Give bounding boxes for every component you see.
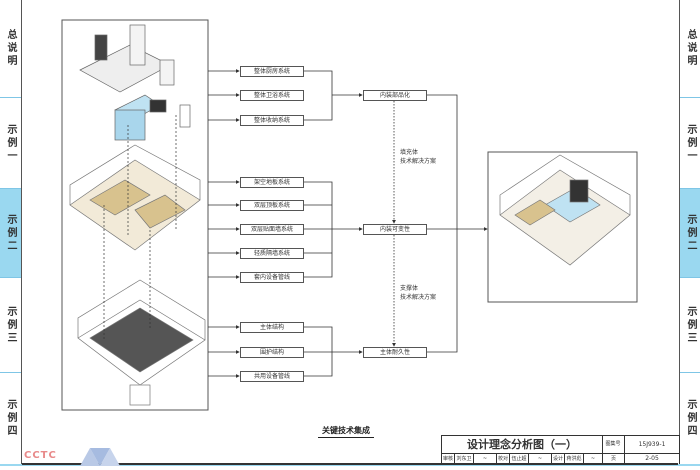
page-number: 2-05 [645, 455, 659, 462]
component-box: 整体卫浴系统 [240, 90, 304, 101]
checker-signature: ~ [529, 454, 552, 464]
completed-apartment-illustration [499, 154, 631, 266]
tab-example-4-right[interactable]: 示例四 [685, 398, 696, 438]
component-box: 架空地板系统 [240, 177, 304, 188]
component-box: 轻质隔墙系统 [240, 248, 304, 259]
title-block: 设计理念分析图（一） 图集号 15J939-1 审核 刘东卫 ~ 校对 伍止超 … [441, 435, 680, 464]
checker-name: 伍止超 [510, 454, 529, 464]
drawing-title: 设计理念分析图（一） [442, 436, 603, 454]
tab-example-1-right[interactable]: 示例一 [680, 98, 700, 189]
atlas-label: 图集号 [602, 436, 625, 454]
designer-signature: ~ [584, 454, 603, 464]
design-label: 设计 [552, 454, 565, 464]
infill-modules-illustration [79, 24, 191, 141]
component-box: 主体结构 [240, 322, 304, 333]
flow-connectors [208, 69, 488, 378]
infill-note: 填充体技术解决方案 [400, 149, 437, 165]
tab-general-right[interactable]: 总说明 [680, 0, 700, 98]
component-box: 围护结构 [240, 347, 304, 358]
check-label: 校对 [497, 454, 510, 464]
tab-example-3[interactable]: 示例三 [0, 278, 21, 373]
right-sidebar: 总说明 示例一 示例二 示例三 示例四 [679, 0, 700, 464]
outcome-box: 内装部品化 [363, 90, 427, 101]
diagram-caption: 关键技术集成 [318, 425, 374, 438]
tab-example-1[interactable]: 示例一 [0, 98, 21, 189]
component-box: 整体厨房系统 [240, 66, 304, 77]
outcome-box: 内装可变性 [363, 224, 427, 235]
tab-example-2[interactable]: 示例二 [0, 189, 21, 278]
component-box: 共用设备管线 [240, 371, 304, 382]
cctc-logo: CCTC [24, 450, 57, 461]
atlas-number: 15J939-1 [625, 436, 679, 454]
outcome-box: 主体耐久性 [363, 347, 427, 358]
drawing-frame [22, 0, 678, 465]
tab-example-4[interactable]: 示例四 [5, 398, 16, 438]
support-note: 支撑体技术解决方案 [400, 285, 437, 301]
apartment-interior-illustration [69, 144, 201, 251]
reviewer-name: 刘东卫 [455, 454, 474, 464]
reviewer-signature: ~ [474, 454, 497, 464]
component-box: 双层贴面墙系统 [240, 224, 304, 235]
tab-general[interactable]: 总说明 [0, 0, 21, 98]
tab-example-3-right[interactable]: 示例三 [680, 278, 700, 373]
component-box: 整体收纳系统 [240, 115, 304, 126]
review-label: 审核 [442, 454, 455, 464]
designer-name: 蒋洪彪 [565, 454, 584, 464]
component-box: 套内设备管线 [240, 272, 304, 283]
component-box: 双层顶板系统 [240, 200, 304, 211]
structure-illustration [77, 279, 206, 406]
tab-example-2-right[interactable]: 示例二 [680, 189, 700, 278]
bottom-accent-line [0, 464, 700, 466]
page-label: 页 [603, 454, 625, 464]
left-sidebar: 总说明 示例一 示例二 示例三 示例四 [0, 0, 22, 464]
